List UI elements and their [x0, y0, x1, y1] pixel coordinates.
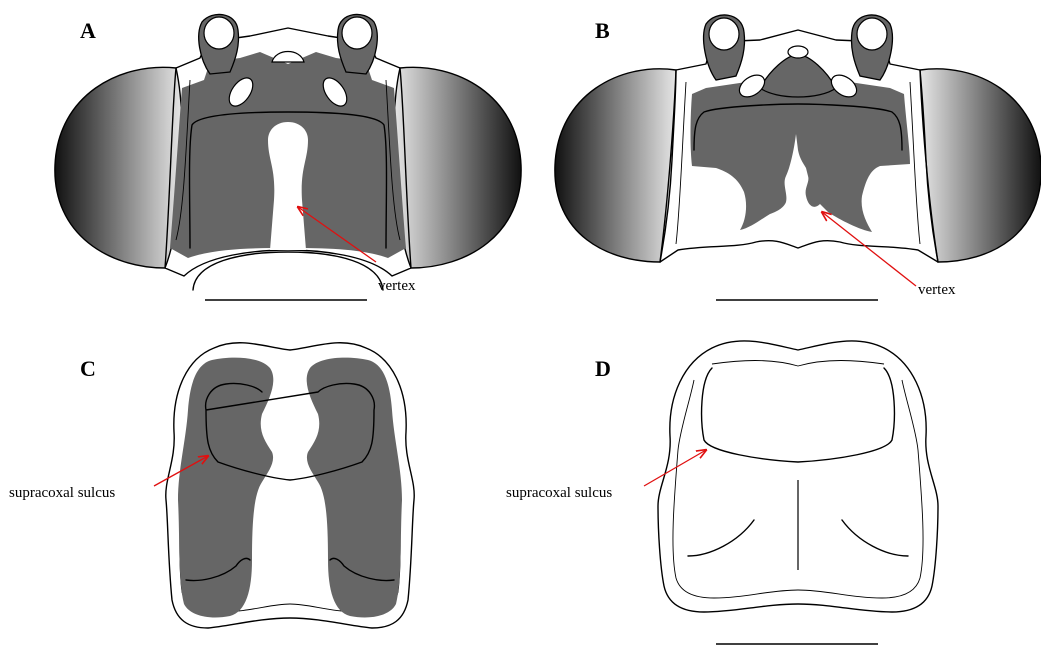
panel-a-right-eye — [394, 67, 521, 268]
panel-d-pronotum-outline — [658, 341, 938, 612]
panel-b-right-antenna-hole — [857, 18, 887, 50]
panel-d-sulcus-arrow — [644, 450, 706, 486]
panel-b-gena-line-right — [910, 82, 920, 244]
panel-c-left-dark-sclerite — [178, 358, 273, 618]
panel-a: A vertex — [55, 14, 521, 300]
panel-a-left-antenna-hole — [204, 17, 234, 49]
panel-c-right-dark-sclerite — [307, 358, 402, 618]
panel-b-median-ocellus — [788, 46, 808, 58]
panel-d: D supracoxal sulcus — [506, 341, 938, 644]
panel-b: B vertex — [555, 15, 1041, 300]
panel-c: C supracoxal sulcus — [9, 343, 414, 628]
panel-d-top-inner-line — [712, 361, 884, 367]
panel-b-letter: B — [595, 18, 610, 43]
panel-b-gena-line-left — [676, 82, 686, 244]
panel-d-sulcus-line — [702, 368, 895, 462]
panel-d-letter: D — [595, 356, 611, 381]
panel-b-right-eye — [920, 69, 1041, 262]
panel-b-left-antenna-hole — [709, 18, 739, 50]
panel-a-median-ocellus — [272, 52, 304, 63]
panel-c-sulcus-label: supracoxal sulcus — [9, 485, 115, 501]
panel-b-vertex-label: vertex — [918, 282, 956, 298]
panel-b-vertex-arrow — [822, 212, 916, 286]
panel-a-left-eye — [55, 67, 182, 268]
panel-d-coxal-line-left — [688, 520, 754, 556]
panel-a-letter: A — [80, 18, 96, 43]
panel-c-letter: C — [80, 356, 96, 381]
panel-d-sulcus-label: supracoxal sulcus — [506, 485, 612, 501]
panel-d-coxal-line-right — [842, 520, 908, 556]
panel-a-vertex-label: vertex — [378, 278, 416, 294]
panel-b-ocellar-triangle — [760, 54, 836, 97]
panel-b-left-eye — [555, 69, 676, 262]
panel-a-right-antenna-hole — [342, 17, 372, 49]
